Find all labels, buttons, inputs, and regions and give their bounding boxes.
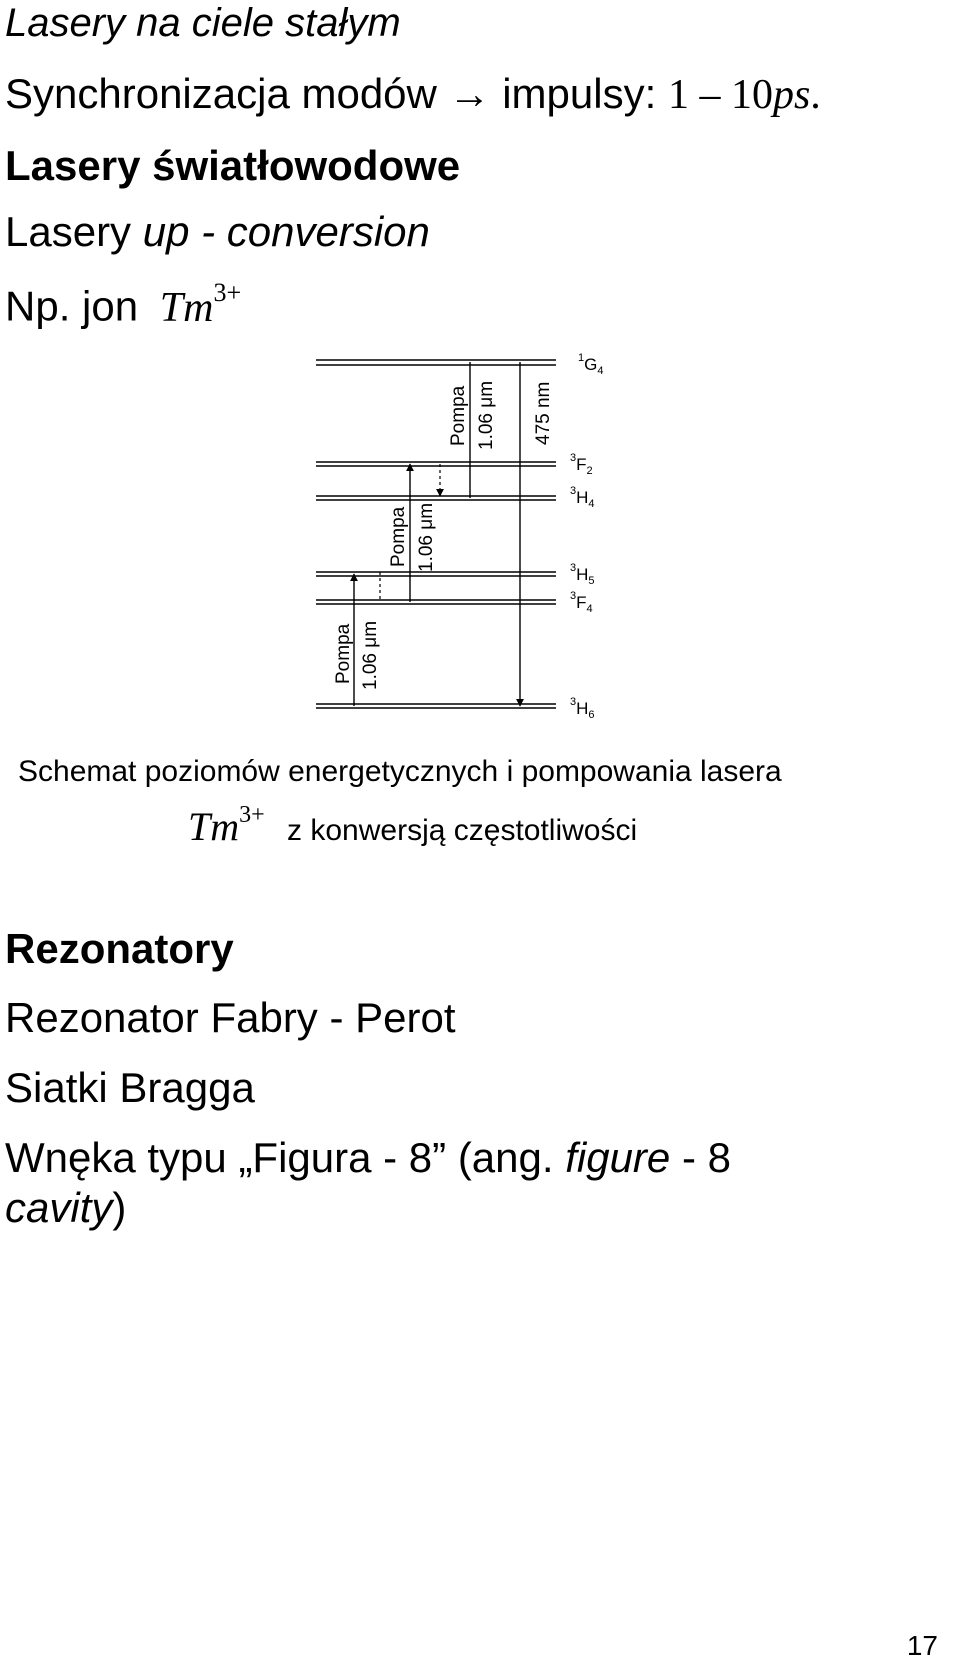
upconversion-line: Lasery up - conversion (5, 208, 430, 256)
example-ion-line: Np. jon Tm3+ (5, 278, 241, 332)
emission-wavelength: 475 nm (533, 382, 554, 445)
pump-step-1: Pompa 1.06 μm (333, 573, 381, 706)
pump-1-label: Pompa (333, 623, 354, 684)
section-title-resonators: Rezonatory (5, 925, 234, 972)
pulse-unit: ps (772, 72, 811, 118)
mode-locking-text: Synchronizacja modów (5, 70, 437, 117)
pulse-range: 1 – 10 (667, 72, 773, 118)
pump-1-wavelength: 1.06 μm (360, 621, 381, 690)
resonator-item-fabry-perot: Rezonator Fabry - Perot (5, 994, 456, 1041)
level-label-1G4: 1G4 (578, 352, 603, 377)
level-label-3H4: 3H4 (570, 485, 595, 510)
cavity-mid: - 8 (681, 1134, 731, 1181)
pump-3-wavelength: 1.06 μm (476, 381, 497, 450)
section-title-solid-state: Lasery na ciele stałym (5, 1, 401, 45)
resonator-item-bragg: Siatki Bragga (5, 1064, 255, 1111)
pump-2-label: Pompa (388, 506, 409, 567)
energy-level-diagram: 1G4 3F2 3H4 3H5 3F4 3H6 Pompa 1.06 μm Po… (316, 352, 603, 721)
level-1G4-line (316, 359, 556, 366)
mode-locking-line: Synchronizacja modów → impulsy: 1 – 10ps… (5, 70, 821, 119)
pump-step-3: Pompa 1.06 μm (448, 362, 497, 498)
cavity-prefix: Wnęka typu „Figura - 8” (ang. (5, 1134, 554, 1181)
caption-ion-symbol: Tm (188, 804, 240, 849)
upconversion-italic: up - conversion (142, 208, 430, 255)
section-title-fiber-lasers: Lasery światłowodowe (5, 142, 461, 189)
level-3F4-line (316, 599, 556, 605)
resonator-item-figure8-line1: Wnęka typu „Figura - 8” (ang. figure - 8 (5, 1134, 731, 1182)
level-label-3H6: 3H6 (570, 696, 595, 721)
upconversion-prefix: Lasery (5, 208, 132, 255)
pump-step-2: Pompa 1.06 μm (388, 463, 437, 602)
caption-conversion-text: z konwersją częstotliwości (287, 814, 638, 847)
right-arrow-icon: → (448, 70, 491, 117)
level-label-3H5: 3H5 (570, 562, 595, 587)
ion-charge: 3+ (213, 278, 242, 307)
cavity-suffix: ) (112, 1184, 127, 1231)
cavity-italic-cavity: cavity (5, 1184, 113, 1231)
diagram-caption-line1: Schemat poziomów energetycznych i pompow… (18, 755, 782, 788)
resonator-item-figure8-line2: cavity) (5, 1184, 126, 1232)
pump-2-wavelength: 1.06 μm (416, 503, 437, 572)
ion-symbol: Tm (159, 284, 214, 331)
level-label-3F2: 3F2 (570, 452, 593, 477)
pump-3-label: Pompa (448, 385, 469, 446)
pulse-period: . (810, 72, 821, 118)
level-label-3F4: 3F4 (570, 590, 593, 615)
level-labels: 1G4 3F2 3H4 3H5 3F4 3H6 (570, 352, 603, 721)
page-number: 17 (906, 1630, 938, 1661)
emission-transition: 475 nm (516, 362, 554, 707)
caption-ion-charge: 3+ (239, 802, 265, 828)
diagram-caption-line2: Tm3+ z konwersją częstotliwości (188, 802, 637, 850)
example-prefix: Np. jon (5, 282, 139, 330)
cavity-italic-figure: figure (565, 1134, 671, 1181)
level-3F2-line (316, 461, 556, 467)
pulses-label: impulsy: (502, 70, 657, 117)
